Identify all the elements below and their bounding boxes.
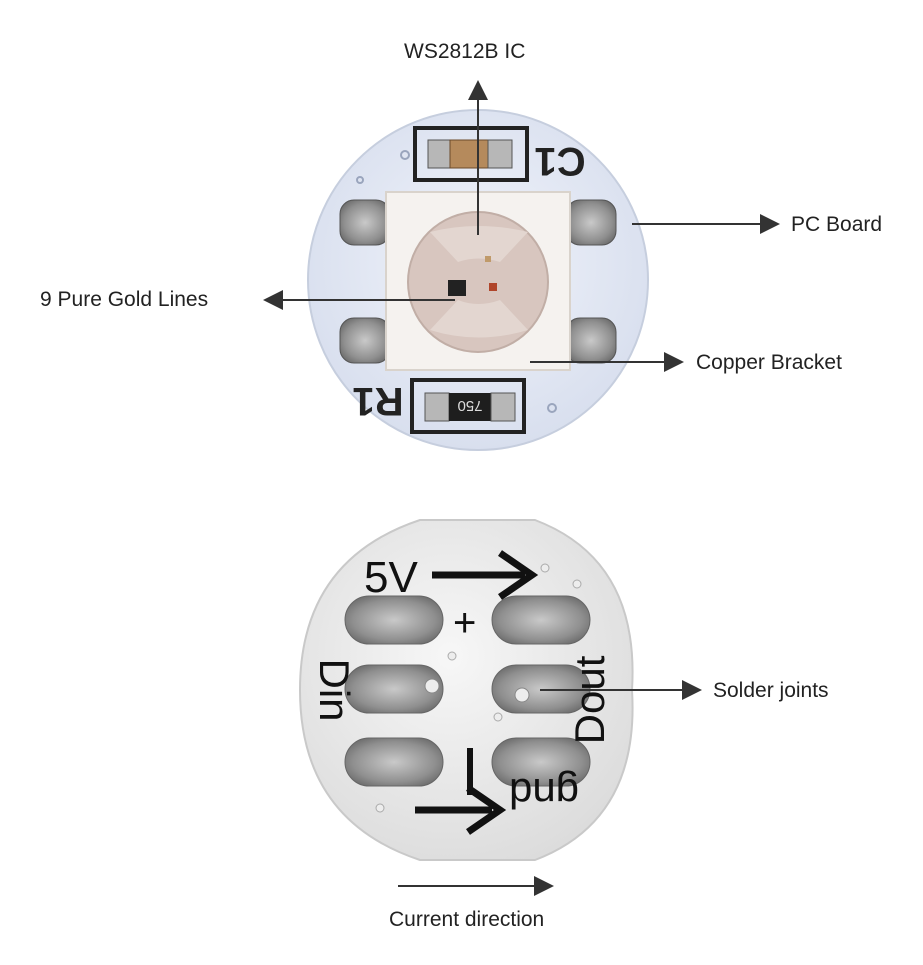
back-board: 5V + Din Dout gnd <box>298 519 634 861</box>
res-value-label: 750 <box>457 397 482 414</box>
gold-lines-label: 9 Pure Gold Lines <box>40 288 209 311</box>
din-label: Din <box>311 658 358 721</box>
r1-label: R1 <box>352 379 403 423</box>
resistor-r1: 750 R1 <box>352 378 526 434</box>
gnd-label: gnd <box>509 770 579 817</box>
front-board: C1 750 R1 <box>307 109 649 451</box>
plus-label: + <box>453 601 476 645</box>
ic-label: WS2812B IC <box>404 40 526 63</box>
solder-joints-label: Solder joints <box>713 679 829 702</box>
c1-label: C1 <box>534 139 585 183</box>
capacitor-c1: C1 <box>413 126 586 183</box>
ic-chip <box>448 280 466 296</box>
led-ws2812b <box>385 191 571 371</box>
vcc-label: 5V <box>364 553 418 602</box>
current-direction-label: Current direction <box>389 908 545 931</box>
copper-bracket-label: Copper Bracket <box>696 351 842 374</box>
pc-board-label: PC Board <box>791 213 883 236</box>
dout-label: Dout <box>566 655 613 744</box>
copper-bracket-pads <box>339 199 617 364</box>
